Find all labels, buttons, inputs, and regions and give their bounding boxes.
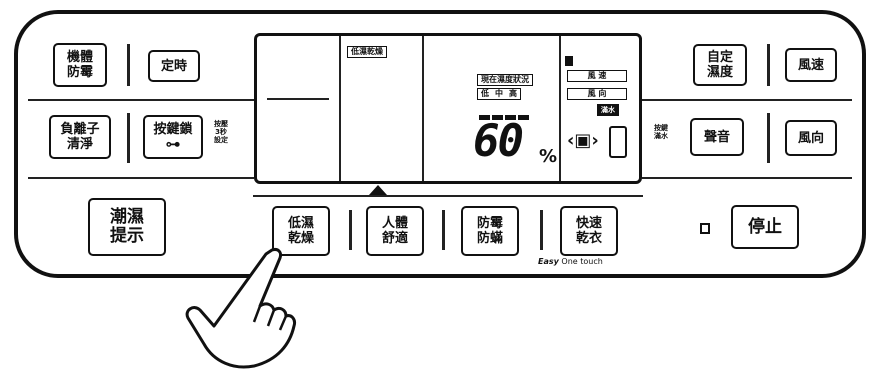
easy-text: Easy [538, 257, 559, 266]
body-antimold-label-1: 機體 [66, 50, 93, 65]
lcd-full-water: 滿水 [597, 104, 619, 116]
fast-dry-button[interactable]: 快速 乾衣 [560, 206, 618, 256]
body-antimold-button[interactable]: 機體 防霉 [53, 43, 107, 87]
pointing-hand-icon [185, 248, 296, 369]
humidity-alert-label-2: 提示 [110, 226, 144, 246]
fan-speed-button[interactable]: 風速 [785, 48, 837, 82]
display-divider-1 [339, 36, 341, 181]
divider-left-top [28, 99, 254, 101]
lcd-fan-speed: 風 速 [567, 70, 627, 82]
display-pointer-icon [369, 185, 387, 195]
display-dash [267, 98, 329, 100]
antimold-button[interactable]: 防霉 防蟎 [461, 206, 519, 256]
display-divider-2 [422, 36, 424, 181]
fan-direction-label: 風向 [797, 130, 824, 146]
humidity-alert-button[interactable]: 潮濕 提示 [88, 198, 166, 256]
divider-right-top [642, 99, 852, 101]
sound-label: 聲音 [703, 129, 730, 145]
humidity-status-title: 現在濕度狀況 [477, 74, 533, 86]
humidity-value: 60 [473, 116, 524, 167]
antimold-label-2: 防蟎 [476, 231, 503, 246]
humidity-levels: 低 中 高 [477, 88, 521, 100]
fan-direction-button[interactable]: 風向 [785, 120, 837, 156]
comfort-label-1: 人體 [381, 216, 408, 231]
divider-v1 [127, 44, 130, 86]
key-lock-hint-3: 設定 [214, 136, 228, 144]
fan-speed-label: 風速 [797, 57, 824, 73]
humidity-level-bars [479, 105, 531, 124]
easy-one-touch-label: Easy One touch [538, 257, 603, 266]
lcd-square-icon [565, 56, 573, 66]
key-lock-hint: 按壓 3秒 設定 [210, 120, 232, 144]
divider-left-bottom [28, 177, 254, 179]
airflow-arrows-icon: ‹▣› [567, 130, 599, 151]
divider-v3 [767, 44, 770, 86]
sound-hint: 按鍵 滿水 [654, 124, 668, 140]
sound-hint-1: 按鍵 [654, 124, 668, 132]
level-low: 低 [481, 89, 489, 98]
custom-humidity-label-2: 濕度 [706, 65, 733, 80]
stop-label: 停止 [748, 216, 782, 237]
custom-humidity-label-1: 自定 [706, 50, 733, 65]
custom-humidity-button[interactable]: 自定 濕度 [693, 44, 747, 86]
low-dry-label-2: 乾燥 [287, 231, 314, 246]
ion-clean-label-1: 負離子 [60, 122, 100, 137]
humidity-unit: % [539, 146, 558, 167]
sound-button[interactable]: 聲音 [690, 118, 744, 156]
mode-divider-1 [349, 210, 352, 250]
ion-clean-label-2: 清淨 [66, 137, 93, 152]
antimold-label-1: 防霉 [476, 216, 503, 231]
mode-divider-3 [540, 210, 543, 250]
key-lock-label: 按鍵鎖 [153, 122, 193, 137]
sound-hint-2: 滿水 [654, 132, 668, 140]
divider-bottom-center [253, 195, 643, 197]
comfort-button[interactable]: 人體 舒適 [366, 206, 424, 256]
display-mode-label: 低濕乾燥 [347, 46, 387, 58]
key-lock-hint-2: 3秒 [215, 128, 227, 136]
low-dry-label-1: 低濕 [287, 216, 314, 231]
mode-divider-2 [442, 210, 445, 250]
key-lock-button[interactable]: 按鍵鎖 ⊶ [143, 115, 203, 159]
timer-button[interactable]: 定時 [148, 50, 200, 82]
divider-v4 [767, 113, 770, 163]
low-dry-button[interactable]: 低濕 乾燥 [272, 206, 330, 256]
key-lock-hint-1: 按壓 [214, 120, 228, 128]
key-icon: ⊶ [165, 135, 181, 153]
comfort-label-2: 舒適 [381, 231, 408, 246]
body-antimold-label-2: 防霉 [66, 65, 93, 80]
level-mid: 中 [495, 89, 503, 98]
stop-indicator-led [700, 223, 710, 234]
display-divider-3 [559, 36, 561, 181]
stop-button[interactable]: 停止 [731, 205, 799, 249]
lcd-display: 低濕乾燥 現在濕度狀況 低 中 高 60 % 風 速 風 向 滿水 ‹▣› [254, 33, 642, 184]
divider-right-bottom [642, 177, 852, 179]
fast-dry-label-2: 乾衣 [575, 231, 602, 246]
divider-v2 [127, 113, 130, 163]
ion-clean-button[interactable]: 負離子 清淨 [49, 115, 111, 159]
lcd-fan-direction: 風 向 [567, 88, 627, 100]
level-high: 高 [509, 89, 517, 98]
dehumidifier-icon [609, 126, 627, 158]
one-touch-text: One touch [561, 257, 603, 266]
humidity-alert-label-1: 潮濕 [110, 207, 144, 227]
timer-label: 定時 [160, 58, 187, 74]
fast-dry-label-1: 快速 [575, 216, 602, 231]
